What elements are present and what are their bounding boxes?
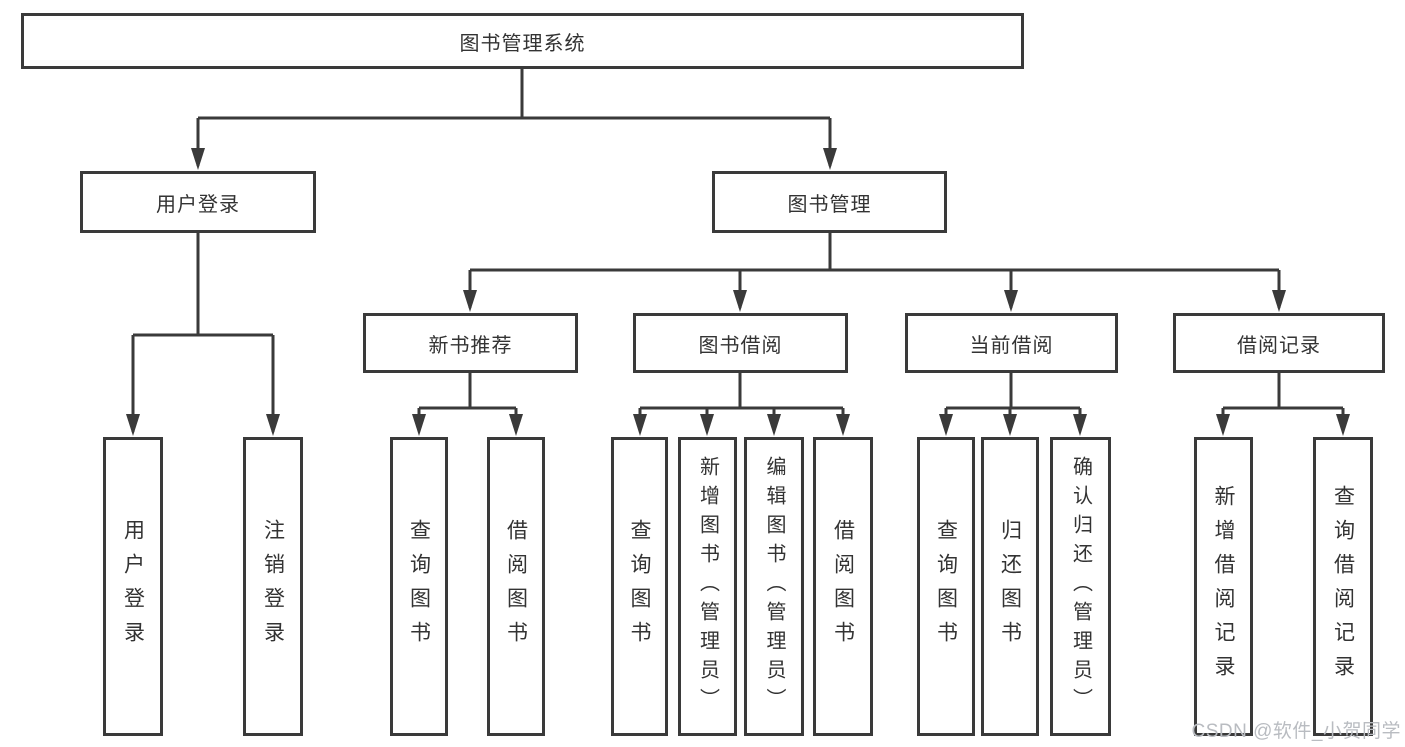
node-book-management: 图书管理 (712, 171, 947, 233)
node-current-borrow-label: 当前借阅 (969, 334, 1054, 357)
node-root: 图书管理系统 (21, 13, 1024, 69)
leaf-query-borrow-record-label: 查询借阅记录 (1331, 484, 1355, 689)
node-book-management-label: 图书管理 (787, 193, 872, 216)
connector-borrow-records-children (1216, 373, 1350, 436)
node-book-borrow-label: 图书借阅 (698, 334, 783, 357)
leaf-query-books-borrow: 查询图书 (611, 437, 668, 736)
leaf-borrow-books-label: 借阅图书 (831, 518, 855, 655)
node-book-borrow: 图书借阅 (633, 313, 848, 373)
node-user-login: 用户登录 (80, 171, 316, 233)
watermark: CSDN @软件_小贺同学 (1191, 721, 1401, 742)
connector-current-borrow-children (939, 373, 1087, 436)
leaf-add-borrow-record: 新增借阅记录 (1194, 437, 1253, 736)
node-current-borrow: 当前借阅 (905, 313, 1118, 373)
leaf-return-books: 归还图书 (981, 437, 1039, 736)
leaf-query-books-borrow-label: 查询图书 (628, 518, 651, 655)
leaf-return-books-label: 归还图书 (998, 518, 1022, 655)
node-borrow-records-label: 借阅记录 (1237, 334, 1321, 357)
leaf-borrow-books: 借阅图书 (813, 437, 873, 736)
leaf-logout-label: 注销登录 (261, 518, 285, 655)
leaf-query-books-current: 查询图书 (917, 437, 975, 736)
leaf-edit-books-admin: 编辑图书（管理员） (744, 437, 804, 736)
leaf-add-borrow-record-label: 新增借阅记录 (1212, 484, 1235, 689)
leaf-user-login-label: 用户登录 (121, 518, 145, 655)
connector-book-borrow-children (633, 373, 850, 436)
leaf-confirm-return-admin: 确认归还（管理员） (1050, 437, 1111, 736)
connector-user-login-children (126, 233, 280, 436)
leaf-borrow-books-recommend: 借阅图书 (487, 437, 545, 736)
node-borrow-records: 借阅记录 (1173, 313, 1385, 373)
connector-new-book-recommend-children (412, 373, 523, 436)
node-user-login-label: 用户登录 (156, 193, 240, 216)
leaf-query-books-recommend: 查询图书 (390, 437, 448, 736)
connector-root-to-level2 (191, 69, 837, 170)
leaf-add-books-admin: 新增图书（管理员） (678, 437, 737, 736)
connector-book-management-children (463, 233, 1286, 312)
node-new-book-recommend: 新书推荐 (363, 313, 578, 373)
leaf-query-books-recommend-label: 查询图书 (407, 518, 431, 655)
leaf-query-books-current-label: 查询图书 (934, 518, 958, 655)
leaf-add-books-admin-label: 新增图书（管理员） (696, 456, 719, 717)
leaf-borrow-books-recommend-label: 借阅图书 (504, 518, 528, 655)
leaf-logout: 注销登录 (243, 437, 303, 736)
leaf-confirm-return-admin-label: 确认归还（管理员） (1069, 456, 1092, 717)
leaf-query-borrow-record: 查询借阅记录 (1313, 437, 1373, 736)
node-root-label: 图书管理系统 (459, 32, 586, 55)
leaf-edit-books-admin-label: 编辑图书（管理员） (763, 456, 785, 717)
leaf-user-login: 用户登录 (103, 437, 163, 736)
node-new-book-recommend-label: 新书推荐 (428, 334, 513, 357)
